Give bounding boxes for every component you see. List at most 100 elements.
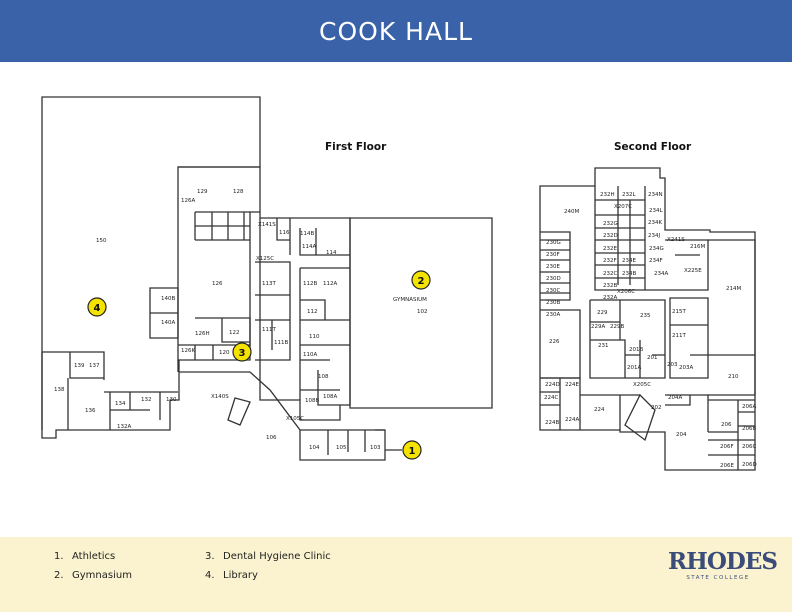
room-label: 234A <box>654 271 668 277</box>
room-label: 103 <box>370 445 381 451</box>
room-label: 224E <box>565 382 579 388</box>
room-label: 106 <box>266 435 277 441</box>
room-label: X206C <box>617 289 635 295</box>
room-label: GYMNASIUM <box>393 297 427 303</box>
room-label: 203A <box>679 365 693 371</box>
legend-number: 3. <box>205 551 215 562</box>
room-label: 201A <box>627 365 641 371</box>
svg-text:2: 2 <box>418 276 425 287</box>
room-label: 116 <box>279 230 290 236</box>
room-label: 112B <box>303 281 317 287</box>
room-label: 204 <box>676 432 687 438</box>
room-label: 229 <box>597 310 608 316</box>
second-floor-label: Second Floor <box>614 141 692 153</box>
room-label: 234E <box>622 258 636 264</box>
room-label: 132 <box>141 397 152 403</box>
room-label: 126A <box>181 198 195 204</box>
legend-label: Gymnasium <box>72 570 132 581</box>
room-label: 214M <box>726 286 741 292</box>
room-label: 111T <box>262 327 276 333</box>
legend-item-dental-hygiene-clinic: 3. Dental Hygiene Clinic <box>205 551 331 562</box>
room-label: 232G <box>603 221 618 227</box>
room-label: 215T <box>672 309 686 315</box>
room-label: 114 <box>326 250 337 256</box>
room-label: 240M <box>564 209 579 215</box>
room-label: 234J <box>648 233 660 239</box>
room-label: 114A <box>302 244 316 250</box>
room-label: X205C <box>633 382 651 388</box>
floor-plan-map: 150 129 128 126 126A 126H 126K 122 120 1… <box>41 96 757 471</box>
room-label: 235 <box>640 313 651 319</box>
room-label: 206B <box>742 426 756 432</box>
gymnasium-wall <box>349 217 493 409</box>
room-label: 211T <box>672 333 686 339</box>
marker-library: 4 <box>87 297 107 317</box>
room-label: 201 <box>647 355 658 361</box>
room-label: 136 <box>85 408 96 414</box>
room-label: 132A <box>117 424 131 430</box>
room-label: 226 <box>549 339 560 345</box>
room-label: 234L <box>649 208 663 214</box>
legend-number: 1. <box>54 551 64 562</box>
room-label: 129 <box>197 189 208 195</box>
room-label: 231 <box>598 343 609 349</box>
room-label: 224 <box>594 407 605 413</box>
room-label: 232H <box>600 192 615 198</box>
room-label: 230G <box>546 240 561 246</box>
room-label: 111B <box>274 340 288 346</box>
room-label: 232A <box>603 295 617 301</box>
legend-label: Dental Hygiene Clinic <box>223 551 331 562</box>
room-label: 232F <box>603 258 617 264</box>
legend-footer <box>0 537 792 612</box>
room-label: 108 <box>318 374 329 380</box>
room-label: 140A <box>161 320 175 326</box>
room-label: 229A <box>591 324 605 330</box>
legend-number: 4. <box>205 570 215 581</box>
room-label: 234F <box>649 258 663 264</box>
room-label: 232C <box>603 271 617 277</box>
svg-text:4: 4 <box>94 303 101 314</box>
room-label: 206D <box>742 462 757 468</box>
room-label: 210 <box>728 374 739 380</box>
room-label: 206 <box>721 422 732 428</box>
room-label: 204A <box>668 395 682 401</box>
room-label: 206A <box>742 404 756 410</box>
legend-number: 2. <box>54 570 64 581</box>
room-label: 206C <box>742 444 756 450</box>
room-label: 126 <box>212 281 223 287</box>
legend-label: Athletics <box>72 551 116 562</box>
room-label: 134 <box>115 401 126 407</box>
room-label: 234G <box>649 246 664 252</box>
svg-text:1: 1 <box>409 446 416 457</box>
room-label: 102 <box>417 309 428 315</box>
room-label: 130 <box>166 397 177 403</box>
room-label: 140B <box>161 296 175 302</box>
room-label: X140S <box>211 394 229 400</box>
room-label: 201B <box>629 347 643 353</box>
room-label: 128 <box>233 189 244 195</box>
room-label: 234N <box>648 192 663 198</box>
room-label: 138 <box>54 387 65 393</box>
first-floor-label: First Floor <box>325 141 387 153</box>
room-label: 112A <box>323 281 337 287</box>
room-label: 206E <box>720 463 734 469</box>
room-label: 105 <box>336 445 347 451</box>
room-label: 230B <box>546 300 560 306</box>
room-label: 108B <box>305 398 319 404</box>
marker-athletics: 1 <box>385 440 422 460</box>
second-floor-plan <box>539 167 756 471</box>
room-label: 216M <box>690 244 705 250</box>
room-label: 232L <box>622 192 636 198</box>
room-label: 224B <box>545 420 559 426</box>
room-label: 137 <box>89 363 100 369</box>
room-label: X207C <box>614 204 632 210</box>
legend-item-athletics: 1. Athletics <box>54 551 115 562</box>
room-label: 230A <box>546 312 560 318</box>
room-label: X125C <box>256 256 274 262</box>
room-label: X225E <box>684 268 702 274</box>
room-label: 104 <box>309 445 320 451</box>
legend-item-library: 4.Library <box>205 570 258 581</box>
room-label: 108A <box>323 394 337 400</box>
room-label: 224C <box>544 395 558 401</box>
room-labels: 150 129 128 126 126A 126H 126K 122 120 1… <box>54 189 757 469</box>
